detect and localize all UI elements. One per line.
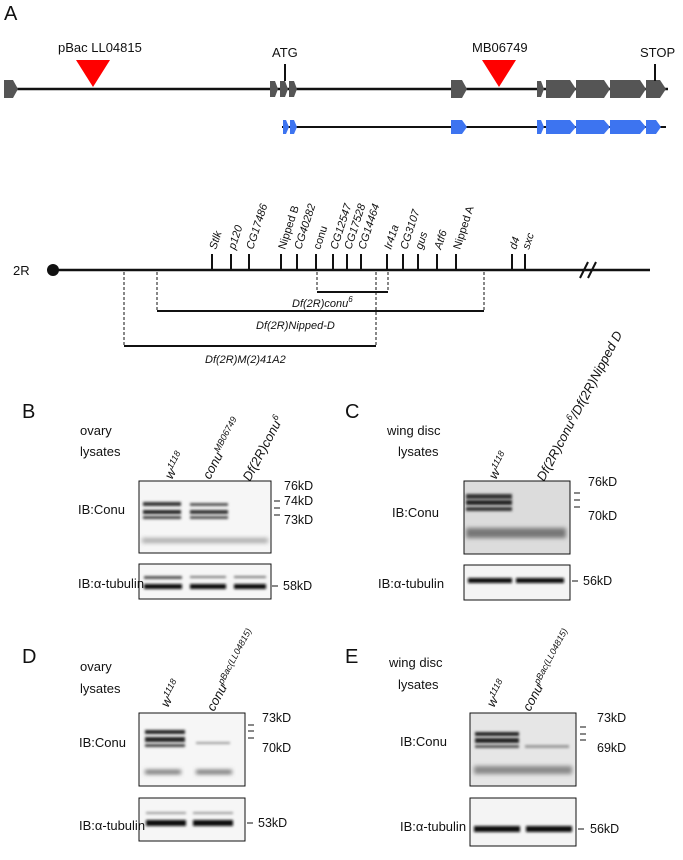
marker-label: 76kD [284, 479, 313, 493]
exon [546, 80, 576, 98]
exon [280, 81, 288, 97]
pbac-insertion-marker [76, 60, 110, 87]
exon [576, 80, 610, 98]
exon [451, 80, 467, 98]
lane-label: conupBac(LL04815) [203, 627, 259, 714]
panel-d: D ovary lysates w1118 conupBac(LL04815) … [22, 627, 291, 842]
deficiency-nipped-d: Df(2R)Nipped-D [156, 272, 485, 332]
df-nipped-d-label: Df(2R)Nipped-D [256, 320, 335, 332]
blot-label: IB:Conu [79, 735, 126, 750]
df-m2-41a2-label: Df(2R)M(2)41A2 [205, 354, 286, 366]
blot-label: IB:α-tubulin [378, 576, 444, 591]
panel-c: C wing disc lysates w1118 Df(2R)conu6/Df… [345, 328, 626, 601]
tissue-label: wing disc [388, 655, 443, 670]
gene-label: Stlk [207, 229, 224, 251]
marker-label: 73kD [262, 711, 291, 725]
chromosome-break [587, 261, 597, 279]
marker-label: 73kD [597, 711, 626, 725]
atg-label: ATG [272, 45, 298, 60]
marker-label: 73kD [284, 513, 313, 527]
blot-label: IB:Conu [392, 505, 439, 520]
blot-label: IB:α-tubulin [78, 576, 144, 591]
blot-label: IB:Conu [400, 734, 447, 749]
gene-label: conu [311, 225, 330, 251]
gene-label: d4 [507, 236, 522, 251]
tissue-label: wing disc [386, 423, 441, 438]
panel-letter-b: B [22, 401, 35, 423]
lane-label: w1118 [157, 677, 184, 709]
tissue-label: ovary [80, 659, 112, 674]
tissue-label: lysates [398, 677, 439, 692]
panel-b: B ovary lysates w1118 conuMB06749 Df(2R)… [22, 401, 313, 600]
marker-label: 69kD [597, 741, 626, 755]
tissue-label: lysates [80, 681, 121, 696]
mb-insertion-label: MB06749 [472, 40, 528, 55]
transcript-exon [546, 120, 576, 134]
transcript-exon [610, 120, 646, 134]
tissue-label: lysates [80, 444, 121, 459]
chromosome-arm-label: 2R [13, 263, 30, 278]
marker-label: 58kD [283, 579, 312, 593]
lane-label: conupBac(LL04815) [519, 627, 575, 714]
marker-label: 56kD [583, 574, 612, 588]
marker-label: 70kD [588, 509, 617, 523]
gene-label: Atf6 [432, 228, 450, 252]
lane-label: w1118 [485, 449, 512, 481]
blot-label: IB:α-tubulin [79, 818, 145, 833]
panel-letter-d: D [22, 646, 36, 668]
exon [289, 81, 297, 97]
deficiency-m2-41a2: Df(2R)M(2)41A2 [123, 272, 377, 366]
stop-label: STOP [640, 45, 675, 60]
panel-letter-a: A [4, 3, 18, 25]
tissue-label: lysates [398, 444, 439, 459]
gene-model: pBac LL04815 MB06749 ATG STOP [4, 40, 675, 134]
transcript-exon [283, 120, 289, 134]
blot-conu [469, 712, 577, 787]
transcript-exon [290, 120, 297, 134]
panel-letter-e: E [345, 646, 358, 668]
blot-conu [463, 480, 571, 555]
exon [4, 80, 18, 98]
blot-conu [138, 712, 246, 787]
lane-label: Df(2R)conu6 [239, 413, 287, 484]
deficiency-conu6: Df(2R)conu6 [292, 272, 389, 310]
marker-label: 56kD [590, 822, 619, 836]
gene-label: gus [413, 230, 430, 251]
lane-label: conuMB06749 [199, 415, 244, 481]
exon [646, 80, 666, 98]
panel-e: E wing disc lysates w1118 conupBac(LL048… [345, 627, 626, 847]
blot-tubulin [469, 797, 577, 847]
pbac-insertion-label: pBac LL04815 [58, 40, 142, 55]
panel-letter-c: C [345, 401, 359, 423]
lane-label: Df(2R)conu6/Df(2R)Nipped D [533, 328, 626, 483]
exon [270, 81, 278, 97]
transcript-exon [576, 120, 610, 134]
transcript-exon [537, 120, 544, 134]
blot-label: IB:Conu [78, 502, 125, 517]
tissue-label: ovary [80, 423, 112, 438]
marker-label: 74kD [284, 494, 313, 508]
marker-label: 53kD [258, 816, 287, 830]
lane-label: w1118 [161, 449, 188, 481]
gene-label: Nipped A [451, 204, 476, 251]
lane-label: w1118 [483, 677, 510, 709]
blot-label: IB:α-tubulin [400, 819, 466, 834]
df-conu6-label: Df(2R)conu6 [292, 295, 353, 310]
exon [537, 81, 544, 97]
transcript-exon [646, 120, 661, 134]
gene-label: sxc [520, 231, 537, 251]
mb-insertion-marker [482, 60, 516, 87]
marker-label: 76kD [588, 475, 617, 489]
marker-label: 70kD [262, 741, 291, 755]
blot-tubulin [138, 797, 246, 842]
gene-label: p120 [226, 223, 246, 252]
exon [610, 80, 646, 98]
chromosome-break [579, 261, 589, 279]
transcript-exon [451, 120, 467, 134]
blot-tubulin [138, 563, 272, 600]
gene-label: CG17486 [244, 202, 270, 251]
